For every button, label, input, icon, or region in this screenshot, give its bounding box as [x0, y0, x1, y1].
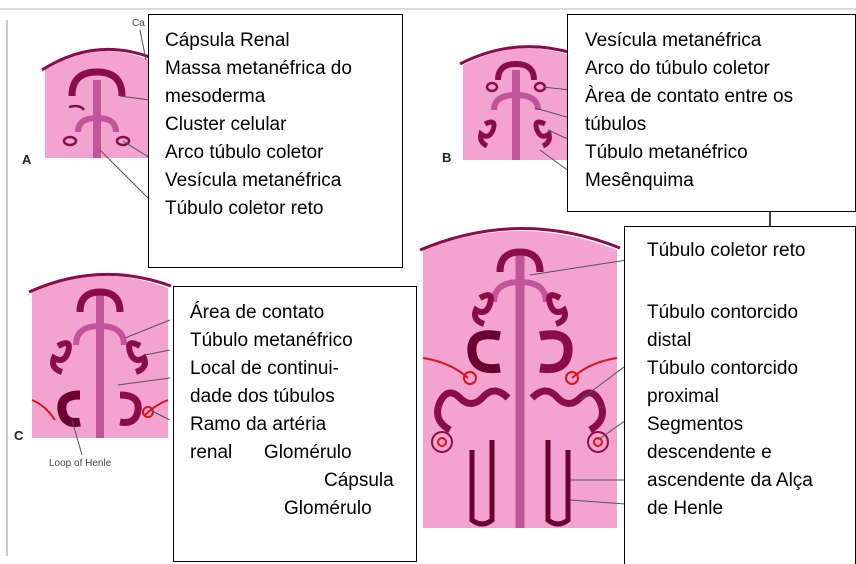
- label-a-3: mesoderma: [165, 83, 402, 111]
- label-d-title: Túbulo coletor reto: [647, 237, 855, 265]
- label-a-1: Cápsula Renal: [165, 27, 402, 55]
- label-d-1: Túbulo contorcido: [647, 299, 855, 327]
- label-d-4: proximal: [647, 383, 855, 411]
- label-d-5: Segmentos: [647, 411, 855, 439]
- label-c-1: Área de contato: [190, 299, 416, 327]
- label-c-7: Cápsula: [190, 467, 416, 495]
- label-d-2: distal: [647, 327, 855, 355]
- label-d-7: ascendente da Alça: [647, 467, 855, 495]
- label-d-6: descendente e: [647, 439, 855, 467]
- label-b-5: Túbulo metanéfrico: [585, 139, 855, 167]
- panel-a-illustration: [42, 30, 152, 200]
- capsule-fragment-label: Ca: [132, 18, 145, 29]
- label-box-c: Área de contato Túbulo metanéfrico Local…: [173, 286, 417, 562]
- panel-c-illustration: [29, 274, 171, 455]
- panel-d-illustration: [420, 228, 640, 528]
- panel-letter-a: A: [22, 152, 31, 167]
- panel-letter-c: C: [14, 428, 23, 443]
- label-d-8: de Henle: [647, 495, 855, 523]
- label-a-4: Cluster celular: [165, 111, 402, 139]
- loop-of-henle-caption: Loop of Henle: [49, 458, 111, 469]
- label-a-6: Vesícula metanéfrica: [165, 167, 402, 195]
- panel-b-illustration: [460, 47, 572, 172]
- label-box-b: Vesícula metanéfrica Arco do túbulo cole…: [567, 14, 856, 212]
- label-c-5: Ramo da artéria: [190, 411, 416, 439]
- label-c-4: dade dos túbulos: [190, 383, 416, 411]
- label-b-4: túbulos: [585, 111, 855, 139]
- label-b-1: Vesícula metanéfrica: [585, 27, 855, 55]
- label-c-2: Túbulo metanéfrico: [190, 327, 416, 355]
- label-c-6: renal Glomérulo: [190, 439, 416, 467]
- panel-letter-b: B: [442, 150, 451, 165]
- label-d-3: Túbulo contorcido: [647, 355, 855, 383]
- label-a-7: Túbulo coletor reto: [165, 195, 402, 223]
- label-c-8: Glomérulo: [190, 495, 416, 523]
- label-b-6: Mesênquima: [585, 167, 855, 195]
- label-box-d: Túbulo coletor reto Túbulo contorcido di…: [624, 226, 856, 564]
- label-a-2: Massa metanéfrica do: [165, 55, 402, 83]
- label-box-a: Cápsula Renal Massa metanéfrica do mesod…: [148, 14, 403, 268]
- label-c-3: Local de continui-: [190, 355, 416, 383]
- label-a-5: Arco túbulo coletor: [165, 139, 402, 167]
- label-b-2: Arco do túbulo coletor: [585, 55, 855, 83]
- label-b-3: Àrea de contato entre os: [585, 83, 855, 111]
